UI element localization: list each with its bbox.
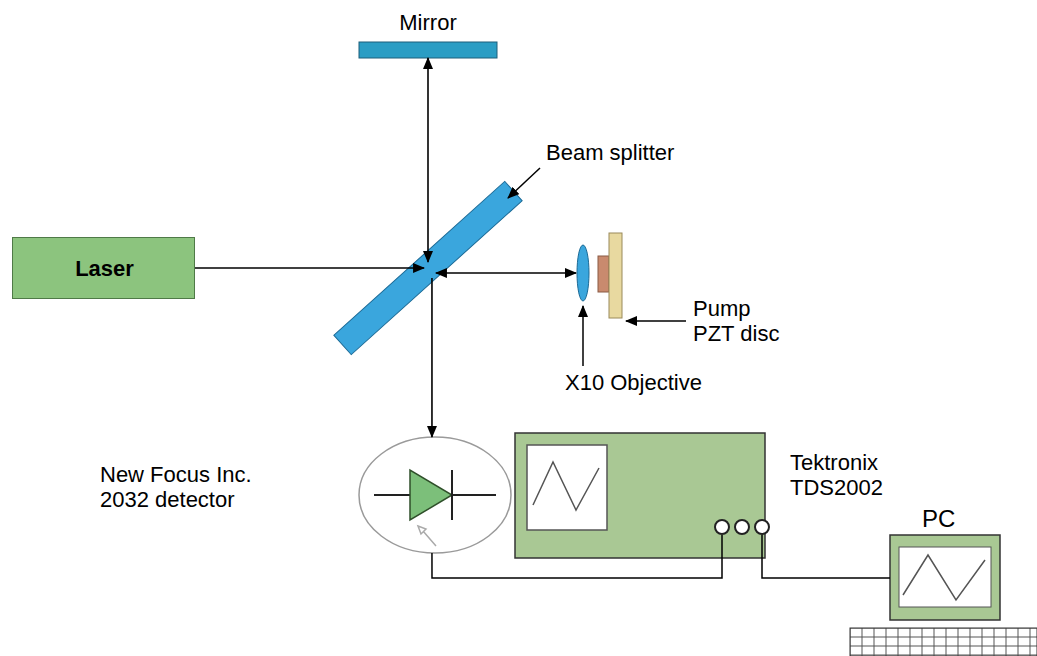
beam-splitter-label: Beam splitter	[546, 140, 674, 165]
beam-splitter: Beam splitter	[338, 188, 518, 348]
objective-label: X10 Objective	[565, 370, 702, 395]
detector: New Focus Inc. 2032 detector	[359, 437, 511, 553]
oscilloscope-label: Tektronix TDS2002	[790, 450, 902, 501]
oscilloscope: Tektronix TDS2002	[515, 433, 765, 558]
pzt-disc	[598, 256, 609, 292]
pc-screen	[899, 547, 991, 607]
mirror-plate	[359, 42, 497, 58]
signal-cable	[432, 535, 722, 578]
detector-label: New Focus Inc. 2032 detector	[100, 462, 276, 513]
light-arrow	[418, 526, 436, 546]
input-connector	[735, 520, 749, 534]
mirror-label: Mirror	[399, 10, 456, 35]
laser-beam	[195, 267, 424, 269]
detector-housing	[359, 437, 511, 553]
output-connector	[755, 520, 769, 534]
pzt-label: Pump PZT disc	[693, 296, 791, 347]
pzt-substrate	[609, 233, 622, 318]
laser-box: Laser	[12, 237, 195, 299]
diode-bar	[451, 470, 453, 520]
leader-line	[508, 168, 540, 198]
pc-monitor	[890, 535, 1000, 620]
pc: PC	[890, 535, 1000, 620]
oscilloscope-body	[515, 433, 765, 558]
objective-lens	[577, 245, 589, 301]
leader-line	[626, 320, 686, 322]
waveform	[533, 462, 599, 510]
pc-label: PC	[922, 505, 955, 533]
pzt-disc: Pump PZT disc	[596, 233, 623, 318]
signal-cable	[762, 535, 890, 578]
laser-beam	[436, 272, 576, 274]
objective: X10 Objective	[576, 245, 590, 301]
laser-label: Laser	[75, 256, 134, 281]
laser-beam	[431, 278, 433, 437]
diode-symbol	[410, 470, 452, 520]
leader-line	[582, 306, 584, 366]
mirror: Mirror	[359, 42, 497, 58]
oscilloscope-screen	[527, 445, 607, 530]
input-connector	[715, 520, 729, 534]
waveform	[903, 555, 985, 600]
laser-beam	[427, 58, 429, 262]
pc-keyboard	[850, 628, 1037, 656]
